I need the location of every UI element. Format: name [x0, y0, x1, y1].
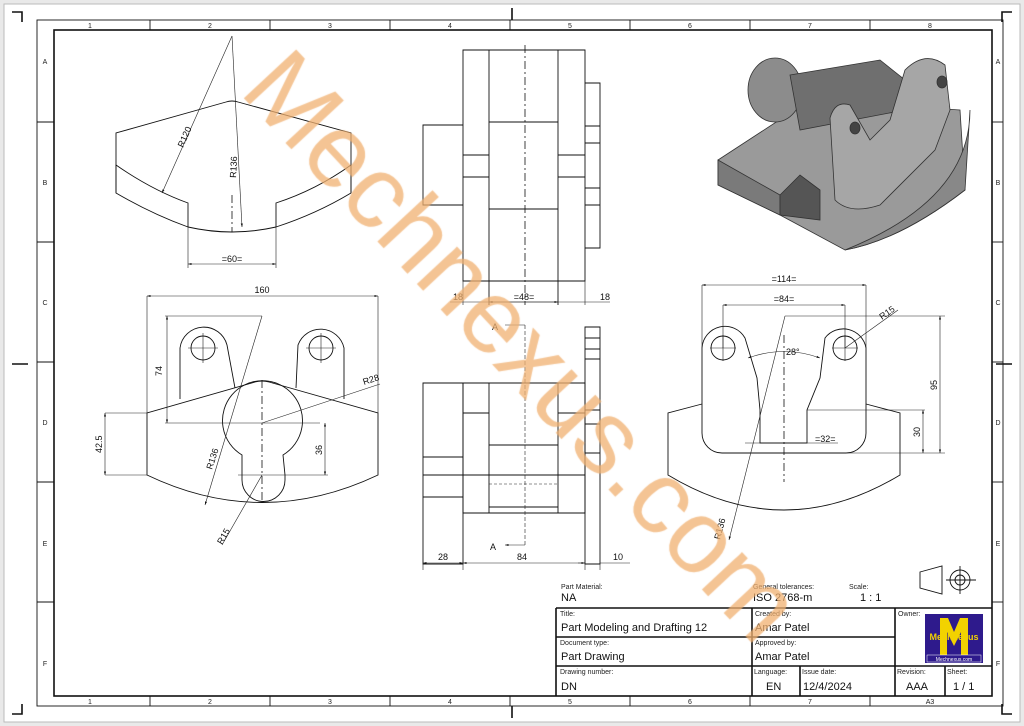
approved-by-label: Approved by:: [755, 640, 796, 647]
drawing-number: DN: [561, 681, 577, 693]
issue-date: 12/4/2024: [803, 681, 852, 693]
col-label: 6: [688, 23, 692, 30]
language: EN: [766, 681, 781, 693]
row-label: C: [995, 300, 1000, 307]
row-label: B: [43, 180, 48, 187]
row-label: C: [42, 300, 47, 307]
dim-36: 36: [314, 445, 324, 455]
dim-28: 28: [438, 552, 448, 562]
dim-28-degrees: 28°: [786, 347, 800, 357]
col-label: 3: [328, 699, 332, 706]
created-by-label: Created by:: [755, 611, 791, 618]
dim-114: =114=: [772, 274, 797, 284]
row-label: B: [996, 180, 1001, 187]
logo-text: Mechnexus: [929, 632, 978, 642]
dim-r136: R136: [228, 156, 239, 178]
sheet: 1 / 1: [953, 681, 974, 693]
title-label: Title:: [560, 611, 575, 618]
col-label: 7: [808, 699, 812, 706]
tolerances-label: General tolerances:: [753, 584, 814, 591]
col-label: 7: [808, 23, 812, 30]
scale-label: Scale:: [849, 584, 869, 591]
issue-date-label: Issue date:: [802, 669, 836, 676]
row-label: E: [996, 541, 1001, 548]
dim-18-left: 18: [453, 292, 463, 302]
revision-label: Revision:: [897, 669, 926, 676]
dim-30: 30: [912, 427, 922, 437]
row-label: D: [995, 420, 1000, 427]
row-label: A: [43, 59, 48, 66]
col-label: 2: [208, 23, 212, 30]
approved-by: Amar Patel: [755, 651, 809, 663]
part-material-label: Part Material:: [561, 584, 603, 591]
dim-48: =48=: [514, 292, 535, 302]
dim-60: =60=: [222, 254, 243, 264]
language-label: Language:: [754, 669, 787, 676]
dim-18-right: 18: [600, 292, 610, 302]
drawing-title: Part Modeling and Drafting 12: [561, 622, 707, 634]
sheet-label: Sheet:: [947, 669, 967, 676]
section-label-bottom: A: [490, 542, 496, 552]
mechnexus-logo: Mechnexus Mechnexus.com: [925, 614, 983, 663]
doctype-label: Document type:: [560, 640, 609, 647]
row-label: A: [996, 59, 1001, 66]
dim-74: 74: [154, 366, 164, 376]
dim-160: 160: [254, 285, 269, 295]
row-label: F: [43, 661, 47, 668]
col-label: A3: [926, 699, 935, 706]
created-by: Amar Patel: [755, 622, 809, 634]
dim-42-5: 42.5: [94, 435, 104, 453]
col-label: 6: [688, 699, 692, 706]
doctype: Part Drawing: [561, 651, 625, 663]
revision: AAA: [906, 681, 929, 693]
row-label: E: [43, 541, 48, 548]
logo-subtext: Mechnexus.com: [936, 657, 972, 663]
scale: 1 : 1: [860, 592, 881, 604]
part-material: NA: [561, 592, 577, 604]
col-label: 4: [448, 23, 452, 30]
owner-label: Owner:: [898, 611, 921, 618]
row-label: F: [996, 661, 1000, 668]
col-label: 2: [208, 699, 212, 706]
col-label: 8: [928, 23, 932, 30]
dim-95: 95: [929, 380, 939, 390]
dim-32: =32=: [815, 434, 836, 444]
col-label: 4: [448, 699, 452, 706]
col-label: 5: [568, 23, 572, 30]
dim-84: 84: [517, 552, 527, 562]
dim-84: =84=: [774, 294, 795, 304]
col-label: 5: [568, 699, 572, 706]
row-label: D: [42, 420, 47, 427]
section-label-top: A: [492, 322, 498, 332]
col-label: 1: [88, 699, 92, 706]
col-label: 3: [328, 23, 332, 30]
col-label: 1: [88, 23, 92, 30]
drawing-number-label: Drawing number:: [560, 669, 613, 676]
tolerances: ISO 2768-m: [753, 592, 812, 604]
dim-10: 10: [613, 552, 623, 562]
